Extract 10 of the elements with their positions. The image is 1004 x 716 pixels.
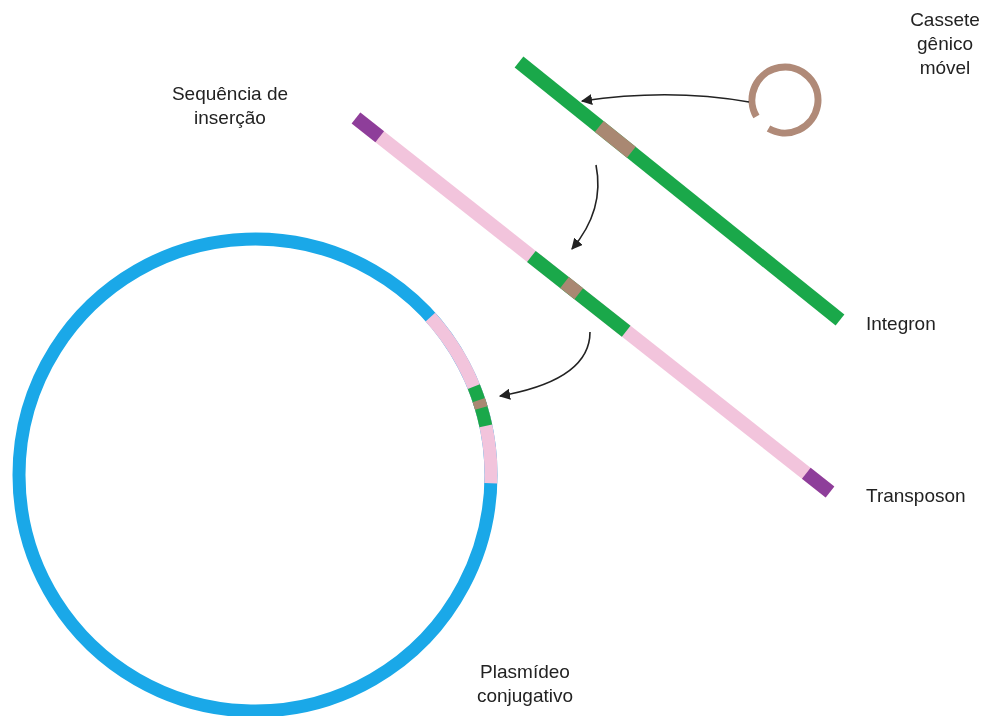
curved-arrow	[580, 93, 750, 106]
curved-arrow	[571, 164, 599, 250]
label-text: Sequência de inserção	[170, 82, 290, 130]
label-text: Cassete gênico móvel	[909, 8, 981, 80]
label-text: Transposon	[866, 484, 967, 508]
label-text: Integron	[866, 312, 937, 336]
integron-bar	[514, 56, 845, 326]
curved-arrow	[498, 331, 591, 400]
transposon-bar	[351, 112, 835, 498]
label-text: Plasmídeo conjugativo	[475, 660, 575, 708]
